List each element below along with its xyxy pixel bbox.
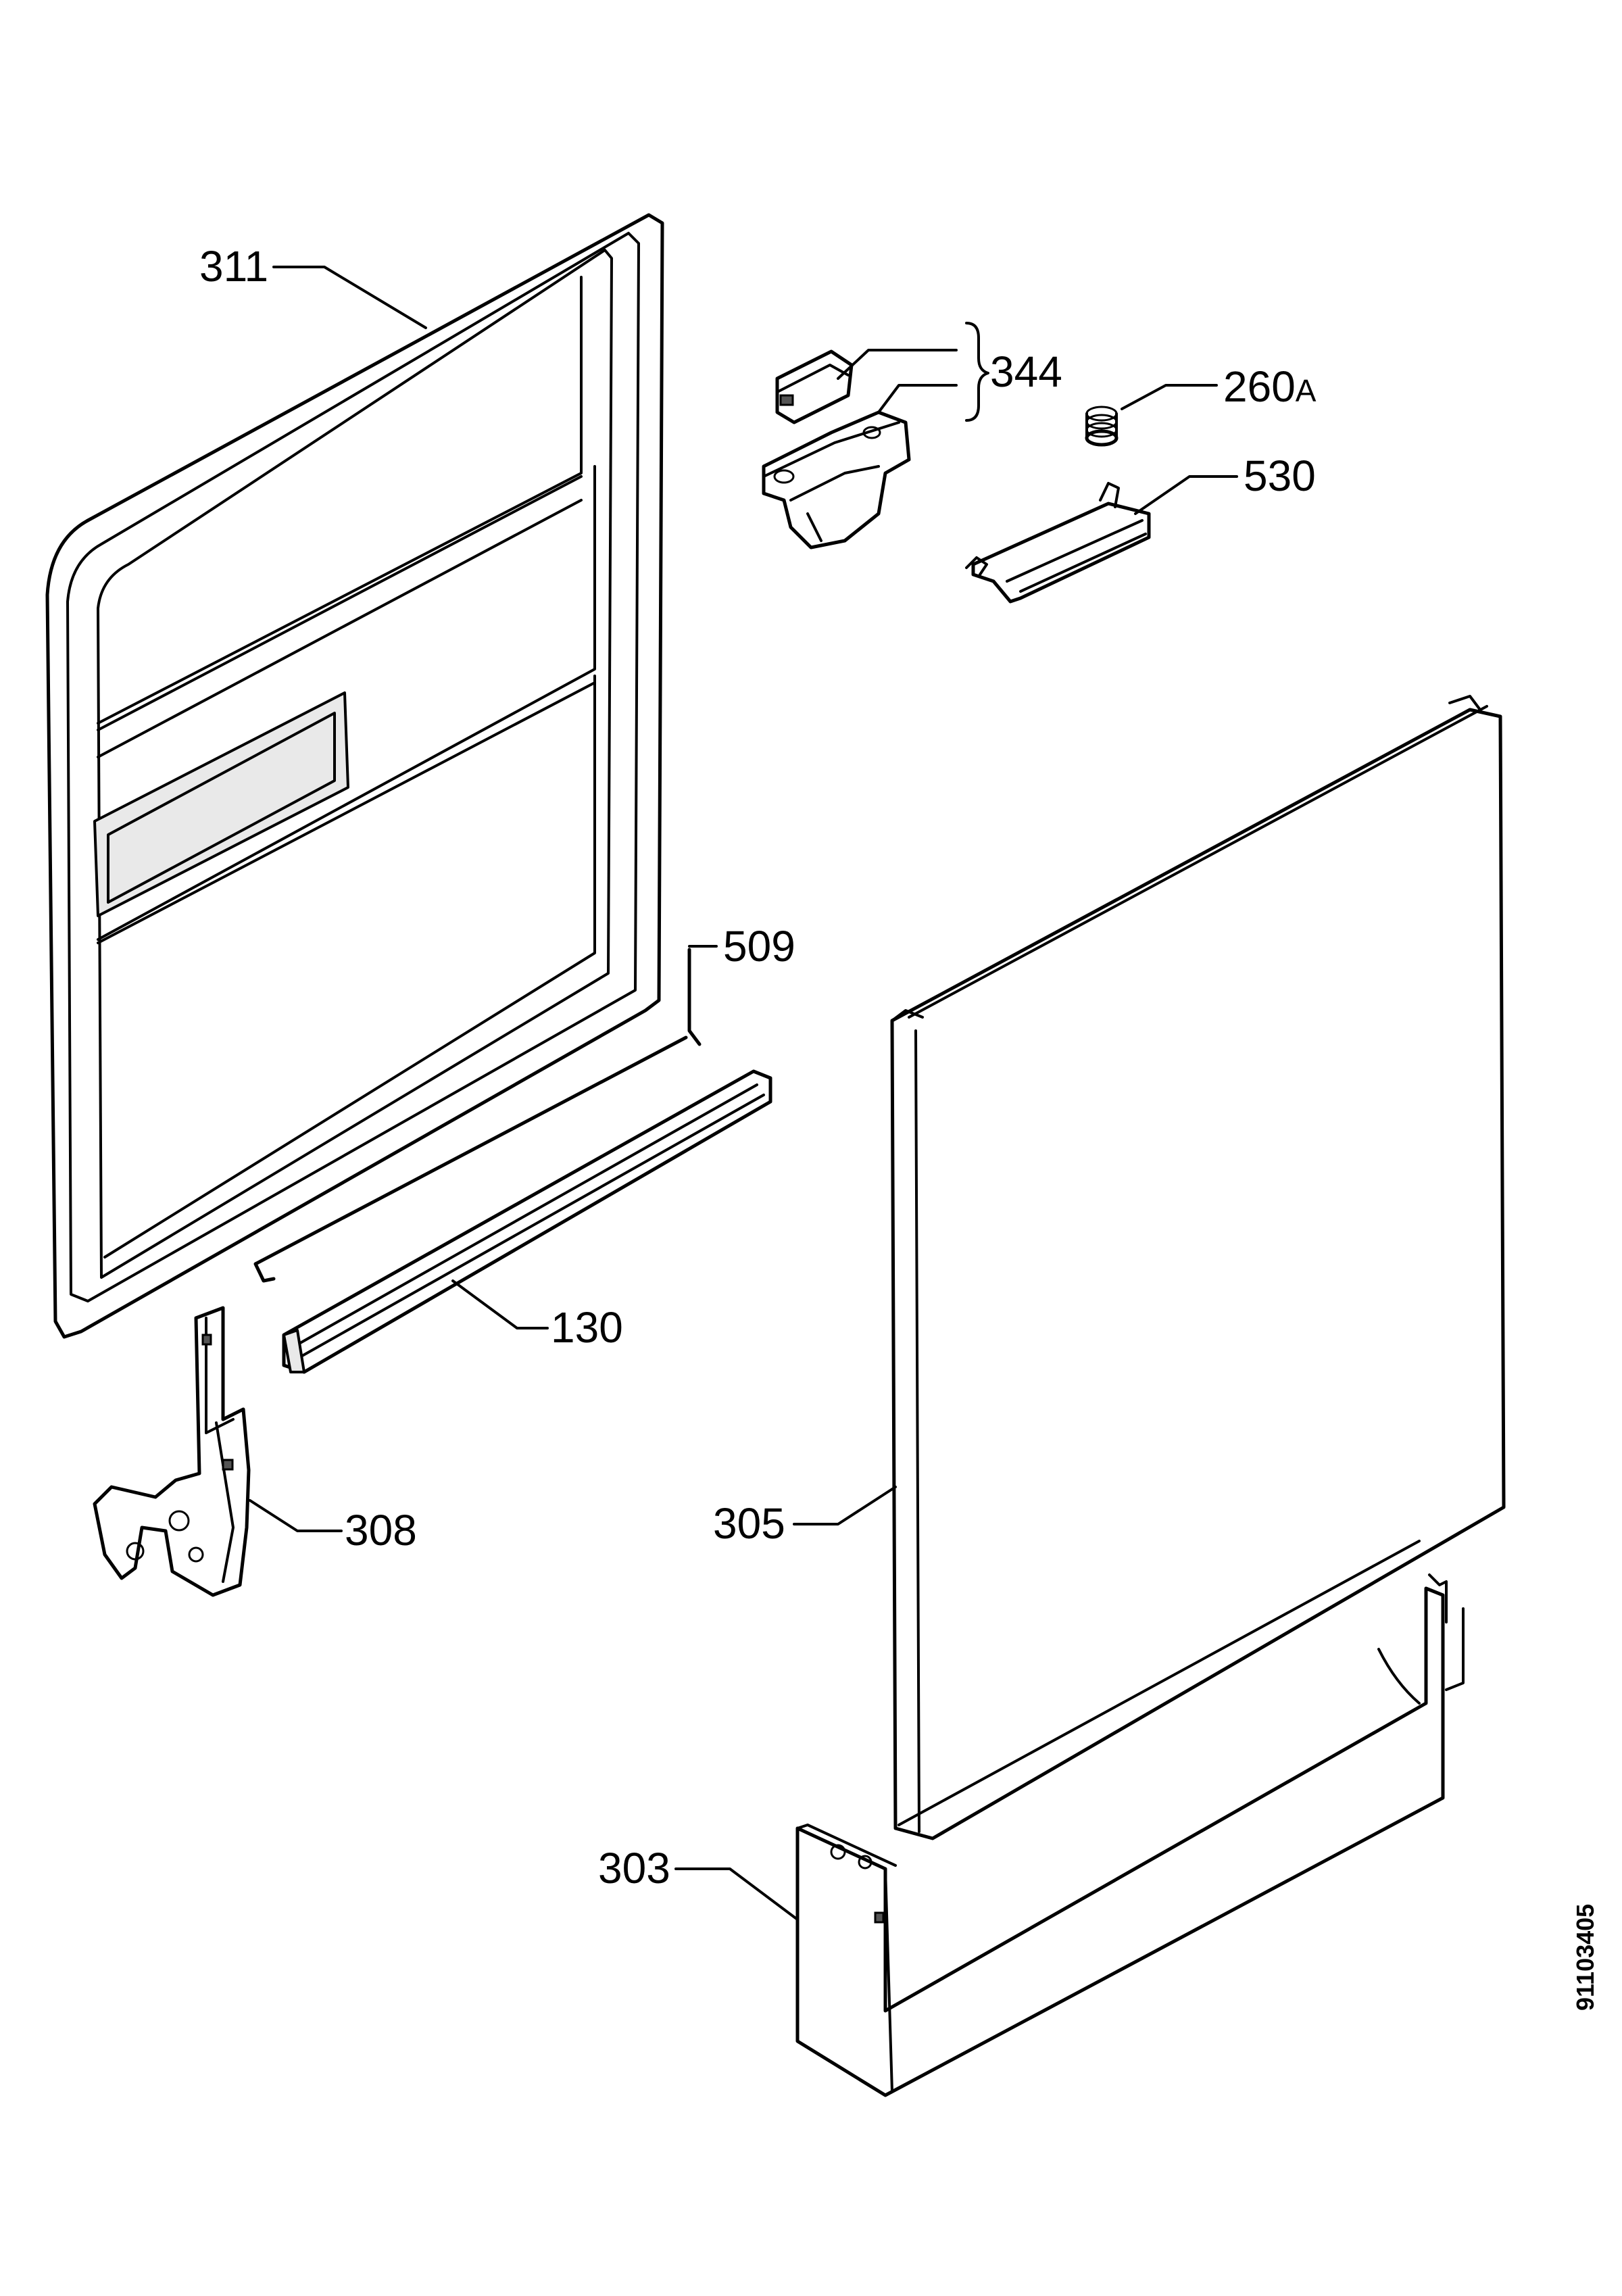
seal-strip-130 <box>282 1069 772 1374</box>
callout-530: 530 <box>1244 451 1316 500</box>
door-handle-530 <box>965 482 1151 604</box>
leader-260a <box>1121 384 1218 410</box>
leader-305 <box>793 1486 897 1525</box>
latch-assembly-344 <box>762 349 911 549</box>
callout-308: 308 <box>345 1506 417 1555</box>
hinge-308 <box>93 1306 251 1597</box>
bracket-344 <box>965 322 989 422</box>
outer-door-panel-305 <box>890 695 1506 1840</box>
callout-260a: 260A <box>1223 365 1316 408</box>
document-number: 91103405 <box>1571 1903 1599 2011</box>
callout-311: 311 <box>199 242 269 291</box>
kickplate-303 <box>795 1540 1465 2097</box>
callout-509: 509 <box>723 922 795 971</box>
leader-311 <box>272 266 427 329</box>
leader-130 <box>451 1279 549 1329</box>
leader-303 <box>674 1867 799 1921</box>
inner-door-panel-311 <box>45 213 664 1339</box>
spring-260a <box>1085 406 1119 447</box>
leader-344-top <box>837 349 958 380</box>
leader-308 <box>249 1499 343 1532</box>
callout-344: 344 <box>990 347 1062 396</box>
callout-260a-number: 260 <box>1223 362 1296 411</box>
leader-344-bottom <box>877 384 958 414</box>
callout-303: 303 <box>598 1844 670 1892</box>
callout-260a-suffix: A <box>1295 373 1317 408</box>
callout-305: 305 <box>713 1499 785 1548</box>
leader-530 <box>1134 475 1238 515</box>
leader-lines <box>249 266 1238 1921</box>
wire-rod-509 <box>253 948 702 1283</box>
callout-130: 130 <box>551 1303 623 1352</box>
